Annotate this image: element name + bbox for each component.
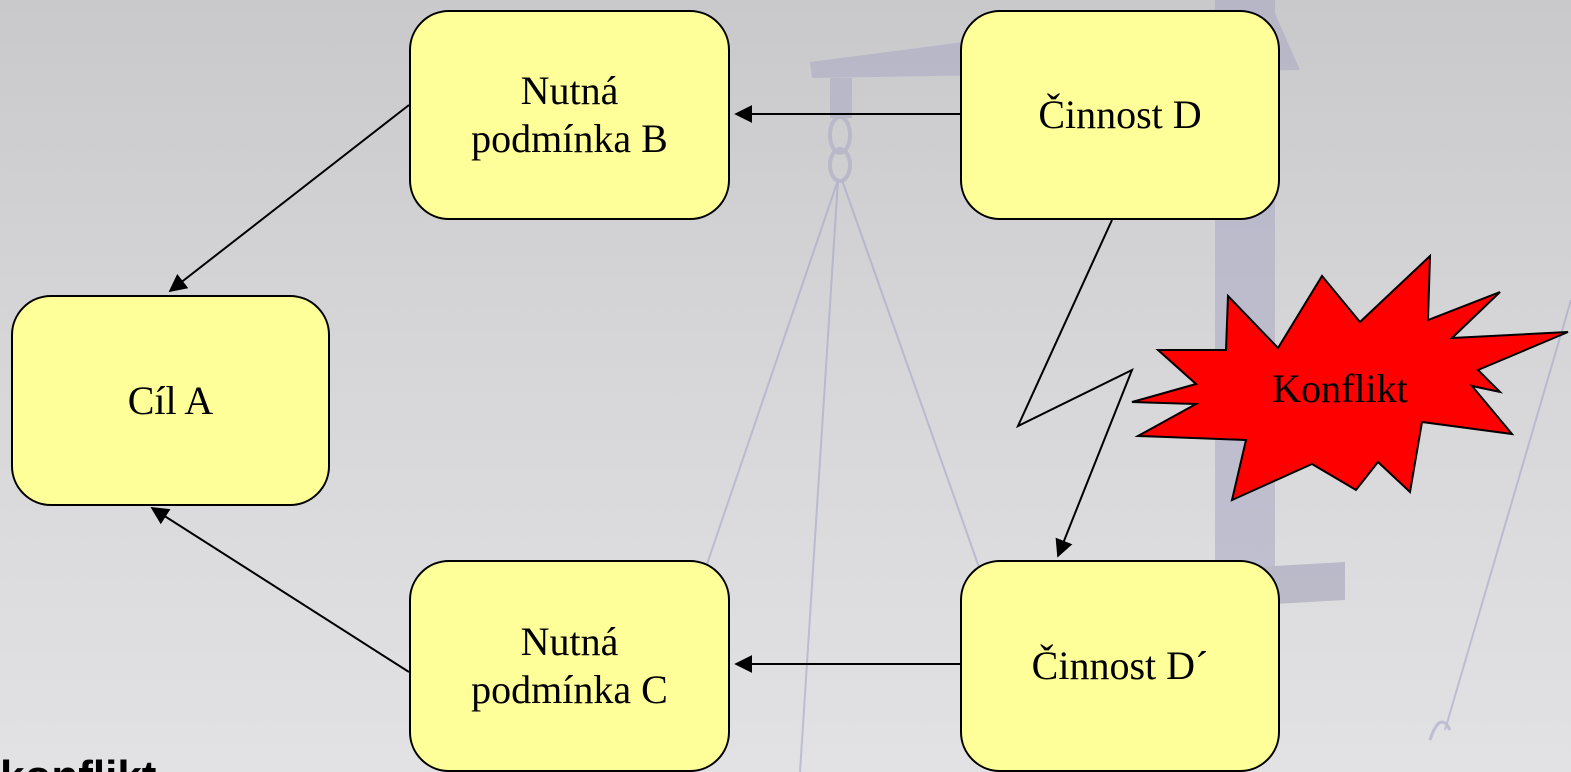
conflict-label: Konflikt (1272, 366, 1408, 411)
node-condition-b: Nutná podmínka B (409, 10, 730, 220)
conflict-starburst (1131, 253, 1569, 502)
edge-condition-c-to-goal-a (150, 507, 410, 673)
scale-chain-ring-2 (828, 147, 852, 183)
edge-lightning-conflict (1015, 219, 1134, 558)
node-activity-d: Činnost D (960, 10, 1280, 220)
node-goal-a-label: Cíl A (127, 377, 214, 423)
scale-string-4 (1444, 299, 1571, 731)
node-condition-c: Nutná podmínka C (409, 560, 730, 772)
node-activity-d-prime-label: Činnost D´ (1031, 643, 1209, 688)
node-condition-c-label: Nutná podmínka C (471, 619, 668, 712)
node-activity-d-prime: Činnost D´ (960, 560, 1280, 772)
scale-string-3 (841, 179, 981, 571)
node-goal-a: Cíl A (11, 295, 330, 506)
node-activity-d-label: Činnost D (1038, 92, 1202, 137)
scale-chain-ring-1 (828, 115, 852, 155)
scale-hook (830, 78, 852, 118)
scale-string-1 (704, 179, 839, 571)
footer-partial-text: konflikt (0, 752, 156, 772)
node-condition-b-label: Nutná podmínka B (471, 68, 668, 161)
scale-string-2 (799, 179, 839, 772)
scale-pan-hook (1428, 720, 1452, 741)
edge-condition-b-to-goal-a (168, 104, 410, 293)
